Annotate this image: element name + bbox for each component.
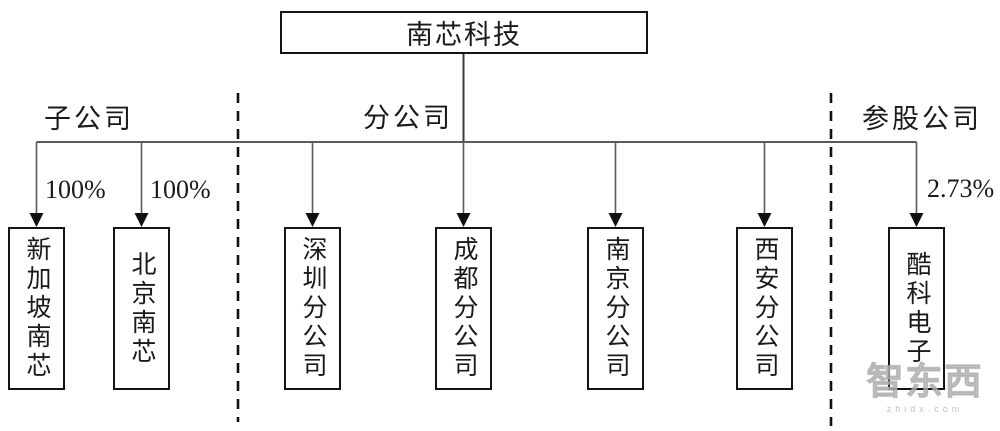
entity-label: 南京分公司 xyxy=(602,236,629,381)
entity-label: 深圳分公司 xyxy=(299,236,326,381)
arrowhead-4 xyxy=(608,213,623,227)
section-label-subsidiaries: 子公司 xyxy=(44,104,134,134)
root-company-box: 南芯科技 xyxy=(280,11,648,54)
arrowhead-6 xyxy=(909,213,924,227)
entity-label: 酷科电子 xyxy=(903,250,930,367)
entity-box-beijing-nanxin: 北京南芯 xyxy=(113,227,170,390)
entity-label: 成都分公司 xyxy=(450,236,477,381)
entity-box-nanjing-branch: 南京分公司 xyxy=(587,227,644,390)
entity-label: 新加坡南芯 xyxy=(23,236,50,381)
ownership-label-singapore: 100% xyxy=(45,175,106,204)
entity-label: 西安分公司 xyxy=(751,236,778,381)
section-label-equity-participation: 参股公司 xyxy=(862,104,982,134)
ownership-label-kuke: 2.73% xyxy=(927,174,995,203)
entity-box-kuke-electronics: 酷科电子 xyxy=(888,227,945,390)
entity-box-singapore-nanxin: 新加坡南芯 xyxy=(8,227,65,390)
root-company-label: 南芯科技 xyxy=(406,20,522,50)
entity-box-xian-branch: 西安分公司 xyxy=(736,227,793,390)
arrowhead-0 xyxy=(29,213,44,227)
arrowhead-3 xyxy=(456,213,471,227)
entity-label: 北京南芯 xyxy=(128,250,155,367)
arrowhead-5 xyxy=(757,213,772,227)
section-label-branches: 分公司 xyxy=(363,103,453,133)
entity-box-shenzhen-branch: 深圳分公司 xyxy=(284,227,341,390)
arrowhead-2 xyxy=(305,213,320,227)
arrowhead-1 xyxy=(134,213,149,227)
ownership-label-beijing: 100% xyxy=(150,175,211,204)
entity-box-chengdu-branch: 成都分公司 xyxy=(435,227,492,390)
